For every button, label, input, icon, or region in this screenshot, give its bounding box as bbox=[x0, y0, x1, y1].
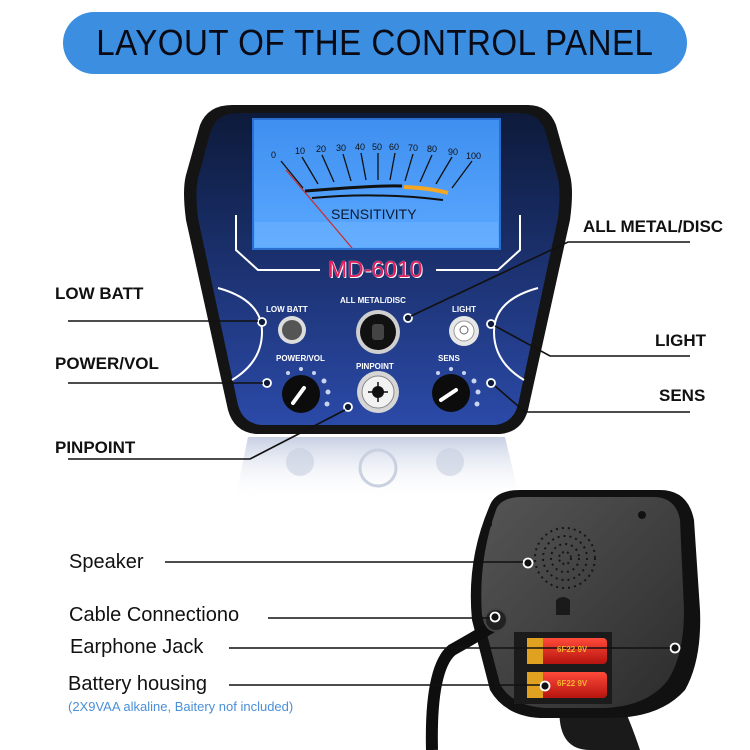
callout-speaker: Speaker bbox=[69, 551, 144, 573]
model-name: MD-6010 bbox=[328, 256, 423, 282]
callout-power-vol: POWER/VOL bbox=[55, 354, 159, 373]
meter-label: SENSITIVITY bbox=[331, 206, 417, 222]
panel-controls bbox=[257, 310, 496, 413]
scale-70: 70 bbox=[408, 143, 419, 153]
callout-light: LIGHT bbox=[655, 331, 706, 350]
panel-label-power-vol: POWER/VOL bbox=[276, 354, 325, 363]
callout-pinpoint: PINPOINT bbox=[55, 438, 136, 457]
scale-50: 50 bbox=[372, 142, 383, 152]
battery-label-top: 6F22 9V bbox=[557, 645, 588, 654]
panel-label-light: LIGHT bbox=[452, 305, 476, 314]
title-banner: LAYOUT OF THE CONTROL PANEL bbox=[63, 12, 687, 74]
callout-cable-connection: Cable Connectiono bbox=[69, 604, 240, 626]
panel-label-sens: SENS bbox=[438, 354, 460, 363]
panel-reflection bbox=[235, 437, 520, 500]
callout-low-batt: LOW BATT bbox=[55, 284, 144, 303]
meter-scale: 0 10 20 30 40 50 60 70 80 90 100 bbox=[0, 0, 750, 200]
callout-sens: SENS bbox=[659, 386, 706, 405]
scale-40: 40 bbox=[355, 142, 366, 152]
scale-90: 90 bbox=[448, 147, 459, 157]
callout-battery-housing: Battery housing bbox=[68, 673, 207, 695]
scale-60: 60 bbox=[389, 142, 400, 152]
front-leader-lines bbox=[68, 241, 690, 460]
battery-label-bottom: 6F22 9V bbox=[557, 679, 588, 688]
panel-label-low-batt: LOW BATT bbox=[266, 305, 308, 314]
scale-0: 0 bbox=[271, 150, 277, 160]
scale-80: 80 bbox=[427, 144, 438, 154]
panel-label-pinpoint: PINPOINT bbox=[356, 362, 394, 371]
scale-30: 30 bbox=[336, 143, 347, 153]
back-leader-lines bbox=[165, 561, 670, 686]
scale-20: 20 bbox=[316, 144, 327, 154]
callout-earphone-jack: Earphone Jack bbox=[70, 636, 204, 658]
sensitivity-meter bbox=[252, 118, 501, 250]
scale-100: 100 bbox=[466, 151, 482, 161]
battery-note: (2X9VAA alkaline, Baitery nof included) bbox=[68, 699, 294, 714]
panel-label-all-metal-disc: ALL METAL/DISC bbox=[340, 296, 406, 305]
callout-all-metal-disc: ALL METAL/DISC bbox=[583, 217, 724, 236]
page-title: LAYOUT OF THE CONTROL PANEL bbox=[96, 22, 654, 63]
scale-10: 10 bbox=[295, 146, 306, 156]
back-panel-unit bbox=[425, 490, 701, 750]
